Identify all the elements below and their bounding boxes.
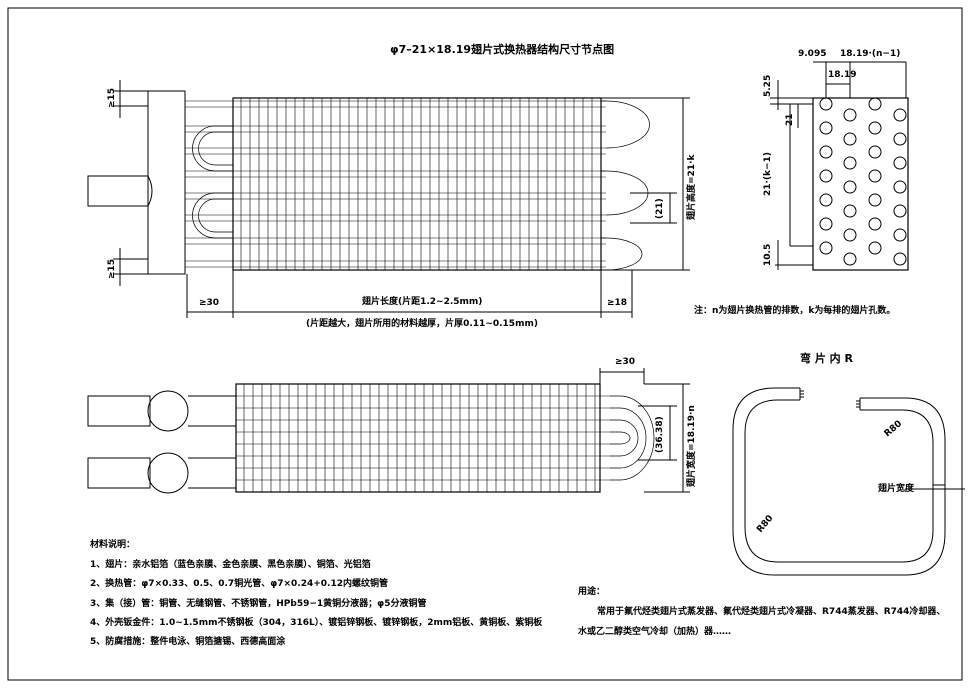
- tube-hole: [843, 180, 857, 194]
- tube-hole: [843, 132, 857, 146]
- dim-fin-width: 翅片宽度=18.19·n: [687, 405, 697, 487]
- dim-left-gap: ≥30: [199, 298, 220, 308]
- tube-hole: [843, 156, 857, 170]
- tube-hole: [893, 108, 907, 122]
- note-n-k: 注：n为翅片换热管的排数，k为每排的翅片孔数。: [694, 306, 896, 316]
- tube-hole: [868, 217, 882, 231]
- materials-item: 5、防腐措施：整件电泳、铜箔搪锡、西德高面涂: [90, 637, 286, 647]
- dim-fin-length: 翅片长度(片距1.2~2.5mm): [362, 297, 483, 307]
- tube-hole: [893, 180, 907, 194]
- tube-hole: [868, 145, 882, 159]
- tube-hole: [893, 132, 907, 146]
- tube-hole: [843, 204, 857, 218]
- dim-105: 10.5: [763, 243, 773, 266]
- bend-fin-width: 翅片宽度: [878, 484, 915, 494]
- dim-21k: 21·(k−1): [763, 152, 773, 196]
- tube-hole: [893, 204, 907, 218]
- tube-hole: [868, 169, 882, 183]
- tube-hole: [868, 121, 882, 135]
- return-bends: [610, 395, 655, 481]
- dim-525: 5.25: [763, 74, 773, 97]
- tube-hole: [893, 228, 907, 242]
- return-bend: [610, 419, 639, 457]
- tube-lines: [236, 395, 610, 481]
- tube-hole: [819, 169, 833, 183]
- dim-bottom-left: ≥15: [107, 258, 117, 279]
- tube-hole: [843, 228, 857, 242]
- tube-hole: [819, 217, 833, 231]
- usage-line-1: 常用于氟代烃类翅片式蒸发器、氟代烃类翅片式冷凝器、R744蒸发器、R744冷却器…: [597, 607, 946, 617]
- tube-hole: [819, 145, 833, 159]
- drawing-frame: [7, 7, 963, 681]
- tube-hole: [868, 193, 882, 207]
- dim-tube-pitch: (21): [655, 198, 665, 219]
- tube-hole: [868, 241, 882, 255]
- materials-heading: 材料说明：: [90, 540, 136, 550]
- tube-hole: [819, 241, 833, 255]
- tube-hole: [893, 252, 907, 266]
- return-bend: [601, 100, 650, 149]
- bend-title: 弯 片 内 R: [800, 352, 853, 365]
- dim-front-right-gap: ≥30: [615, 357, 636, 367]
- return-bend: [610, 407, 647, 469]
- tube-hole: [819, 97, 833, 111]
- top-view: [87, 80, 690, 318]
- tube-hole: [843, 108, 857, 122]
- return-bends: [192, 100, 650, 271]
- tube-hole: [868, 97, 882, 111]
- materials-item: 4、外壳钣金件：1.0~1.5mm不锈钢板（304，316L）、镀铝锌钢板、镀锌…: [90, 618, 543, 628]
- fin-lines: [240, 98, 593, 270]
- dim-front-pitch: (36.38): [655, 416, 665, 453]
- note-fin-spacing: (片距越大，翅片所用的材料越厚，片厚0.11~0.15mm): [306, 319, 538, 329]
- bend-view: [732, 387, 965, 576]
- return-bend: [198, 131, 233, 166]
- dim-9095: 9.095: [798, 49, 827, 59]
- drawing-title: φ7–21×18.19翅片式换热器结构尺寸节点图: [390, 43, 615, 56]
- fin-lines: [243, 384, 596, 492]
- dim-fin-height: 翅片高度=21·k: [687, 154, 697, 220]
- usage-line-2: 水或乙二醇类空气冷却（加热）器……: [578, 627, 732, 637]
- return-bend: [198, 198, 233, 233]
- materials-item: 1、翅片：亲水铝箔（蓝色亲膜、金色亲膜、黑色亲膜）、铜箔、光铝箔: [90, 560, 371, 570]
- return-bend: [192, 125, 233, 172]
- tube-hole: [843, 252, 857, 266]
- return-bend: [192, 192, 233, 239]
- return-bend: [610, 395, 655, 481]
- materials-item: 2、换热管：φ7×0.33、0.5、0.7铜光管、φ7×0.24+0.12内螺纹…: [90, 579, 388, 589]
- dim-top-left: ≥15: [107, 87, 117, 108]
- front-view: [87, 368, 690, 494]
- dim-pitch-n: 18.19·(n−1): [840, 49, 901, 59]
- tube-hole: [819, 193, 833, 207]
- side-view: [770, 61, 909, 271]
- return-bend: [601, 237, 643, 271]
- return-bend: [601, 170, 649, 216]
- tube-holes: [819, 97, 907, 266]
- return-bend: [610, 431, 631, 445]
- usage-heading: 用途：: [578, 587, 606, 597]
- materials-item: 3、集（接）管：铜管、无缝钢管、不锈钢管，HPb59−1黄铜分液器；φ5分液铜管: [90, 599, 427, 609]
- dim-1819: 18.19: [828, 70, 857, 80]
- dim-21: 21: [785, 113, 795, 126]
- dim-right-gap: ≥18: [607, 298, 628, 308]
- tube-hole: [819, 121, 833, 135]
- tube-lines: [185, 100, 606, 268]
- tube-hole: [893, 156, 907, 170]
